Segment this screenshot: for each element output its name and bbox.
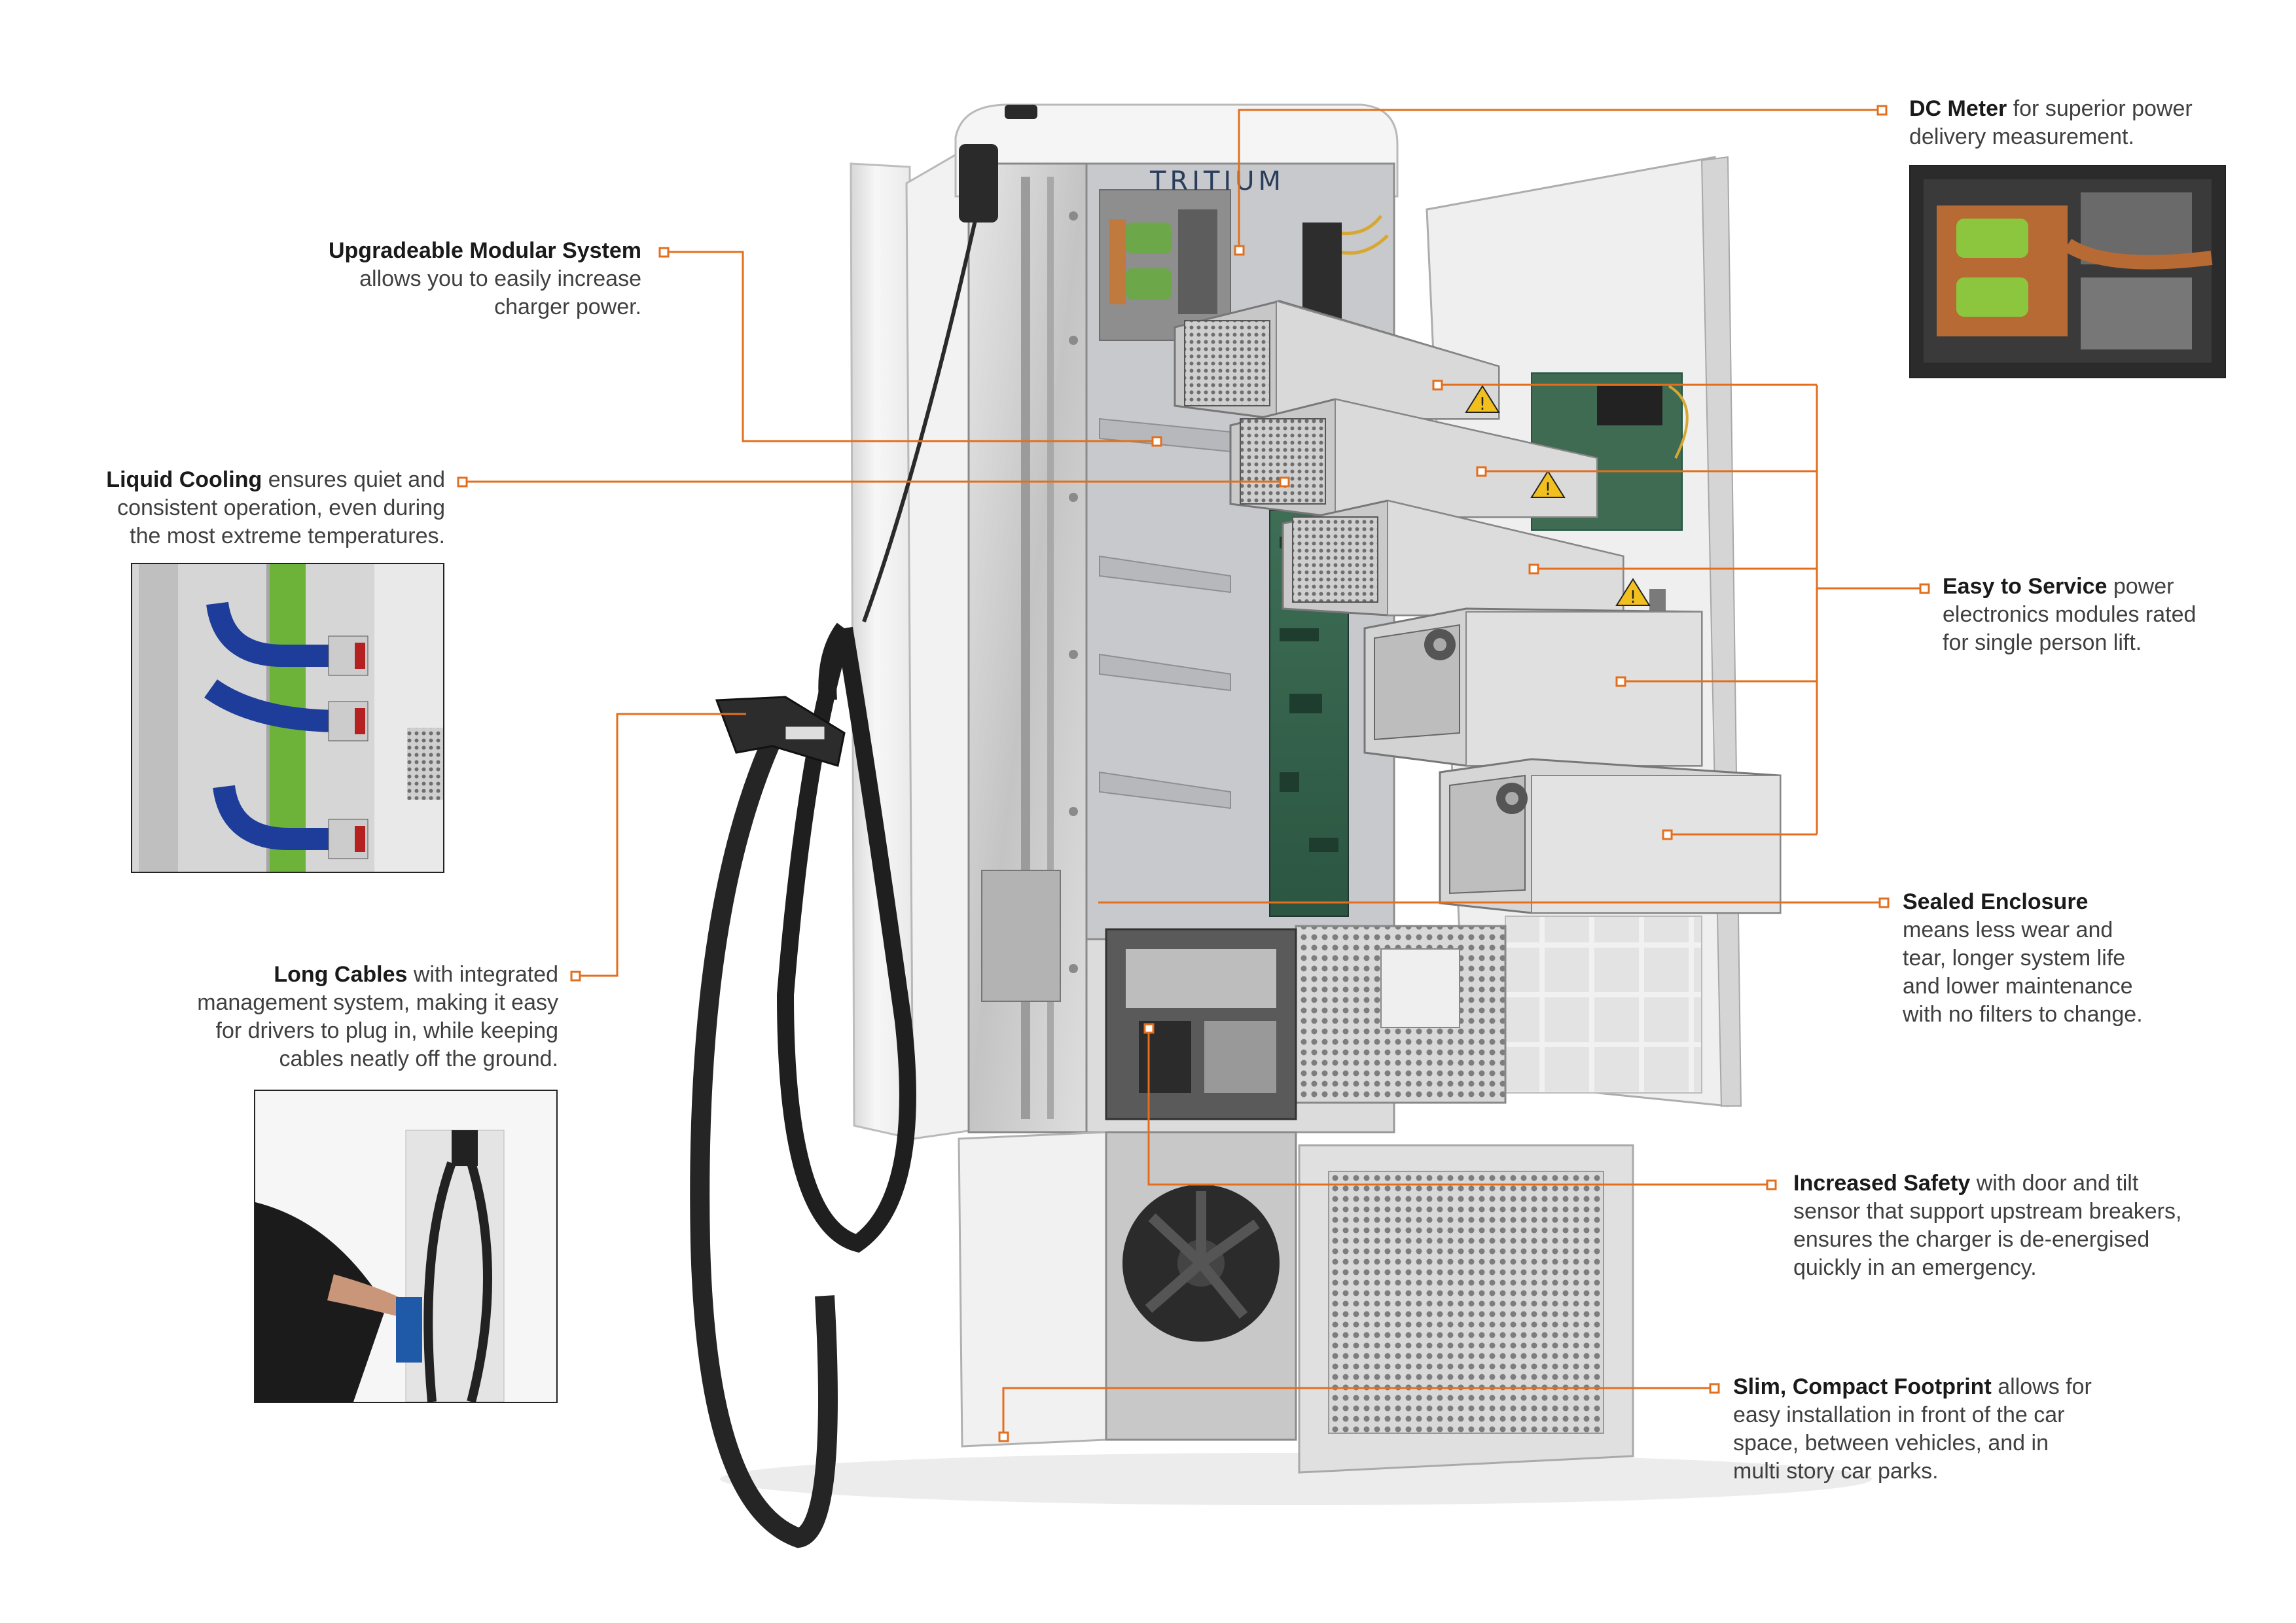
leader-safety [1147,1028,1767,1186]
connector-icon [715,696,846,767]
warning-icon: ! [1615,578,1651,607]
warning-icon: ! [1530,470,1566,499]
fan-icon [1122,1185,1280,1342]
power-module-3 [1282,499,1624,616]
fan-icon [1424,629,1456,660]
bracket-plate [981,870,1061,1002]
callout-marker [1766,1179,1777,1190]
long-cables-photo [254,1090,558,1403]
callout-title: Long Cables [274,962,408,987]
callout-marker [570,971,581,982]
power-module-1 [1174,300,1500,420]
callout-service: Easy to Service power electronics module… [1943,574,2197,655]
door-filter-grid [1505,916,1702,1094]
leader-meter [1238,109,1878,249]
connector-holster [959,144,998,223]
callout-marker [1876,105,1888,116]
callout-title: Upgradeable Modular System [328,238,641,263]
fan-icon [1496,783,1528,814]
power-module-5 [1439,758,1782,914]
top-vent [1005,105,1037,119]
power-module-4 [1363,607,1703,767]
charging-cable [690,735,838,1548]
charging-cable [776,626,916,1253]
svg-text:!: ! [1630,588,1636,607]
svg-text:!: ! [1479,395,1486,414]
leader-cables [580,713,746,977]
brand-logo: TRITIUM [1149,166,1285,196]
callout-marker [1709,1383,1720,1394]
leader-footprint [1002,1387,1710,1436]
svg-text:!: ! [1545,480,1551,499]
warning-icon: ! [1465,385,1500,414]
callout-meter: DC Meter for superior power delivery mea… [1909,96,2193,149]
callout-title: Sealed Enclosure [1903,889,2089,914]
ground-shadow [720,1453,1872,1505]
leader-modular [668,251,1155,442]
callout-marker [658,247,670,258]
callout-title: Slim, Compact Footprint [1733,1374,1992,1399]
dc-meter-photo [1909,165,2226,378]
callout-safety: Increased Safety with door and tilt sens… [1793,1171,2182,1280]
liquid-cooling-photo [131,563,444,873]
callout-footprint: Slim, Compact Footprint allows for easy … [1733,1374,2092,1484]
callout-title: Liquid Cooling [106,467,262,492]
callout-cooling: Liquid Cooling ensures quiet and consist… [106,467,445,548]
callout-marker [457,476,468,488]
callout-title: Easy to Service [1943,574,2108,599]
callout-modular: Upgradeable Modular System allows you to… [328,238,641,319]
callout-marker [1878,897,1890,908]
callout-cables: Long Cables with integrated management s… [197,962,558,1071]
power-module-2 [1229,398,1598,518]
callout-title: Increased Safety [1793,1171,1971,1196]
callout-title: DC Meter [1909,96,2007,121]
callout-enclosure: Sealed Enclosure means less wear and tea… [1903,889,2143,1027]
cable-management-cord [862,176,987,623]
callout-marker [1919,583,1930,594]
